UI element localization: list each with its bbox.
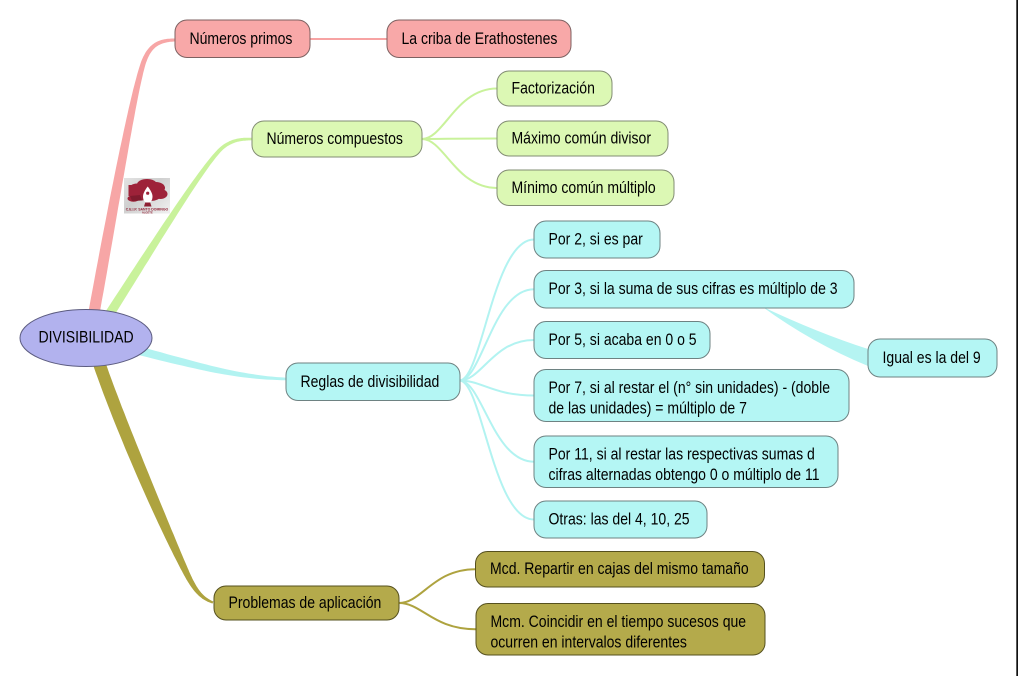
svg-text:Mcm. Coincidir en el tiempo su: Mcm. Coincidir en el tiempo sucesos que xyxy=(491,612,747,631)
svg-text:Reglas de divisibilidad: Reglas de divisibilidad xyxy=(301,372,440,391)
svg-text:Mcd. Repartir en cajas del mis: Mcd. Repartir en cajas del mismo tamaño xyxy=(490,559,749,578)
svg-text:Máximo común divisor: Máximo común divisor xyxy=(512,129,652,148)
svg-text:Por 3, si la suma de sus cifra: Por 3, si la suma de sus cifras es múlti… xyxy=(549,279,838,298)
svg-text:Por 7, si al restar el (n° sin: Por 7, si al restar el (n° sin unidades)… xyxy=(549,378,831,397)
svg-text:DIVISIBILIDAD: DIVISIBILIDAD xyxy=(39,328,134,347)
svg-text:Por 2, si es par: Por 2, si es par xyxy=(549,230,644,249)
svg-text:Números primos: Números primos xyxy=(190,29,293,48)
svg-text:Otras: las del 4, 10, 25: Otras: las del 4, 10, 25 xyxy=(549,510,690,529)
svg-text:Por 5, si acaba en 0 o 5: Por 5, si acaba en 0 o 5 xyxy=(549,330,697,349)
svg-text:La criba de Erathostenes: La criba de Erathostenes xyxy=(402,29,558,48)
svg-text:Problemas de aplicación: Problemas de aplicación xyxy=(229,593,382,612)
svg-text:Igual es la del 9: Igual es la del 9 xyxy=(883,348,981,367)
svg-text:de las unidades) = múltiplo de: de las unidades) = múltiplo de 7 xyxy=(549,399,747,418)
svg-text:cifras alternadas obtengo 0 o: cifras alternadas obtengo 0 o múltiplo d… xyxy=(549,465,820,484)
svg-text:Números compuestos: Números compuestos xyxy=(267,129,403,148)
svg-text:Factorización: Factorización xyxy=(512,79,595,98)
svg-text:C.E.I.P. SANTO DOMINGO: C.E.I.P. SANTO DOMINGO xyxy=(126,207,169,211)
svg-text:ALGETE: ALGETE xyxy=(142,210,153,214)
svg-text:Por 11, si al restar las respe: Por 11, si al restar las respectivas sum… xyxy=(549,445,815,464)
svg-text:ocurren en intervalos diferent: ocurren en intervalos diferentes xyxy=(491,633,687,652)
svg-text:Mínimo común múltiplo: Mínimo común múltiplo xyxy=(512,178,656,197)
